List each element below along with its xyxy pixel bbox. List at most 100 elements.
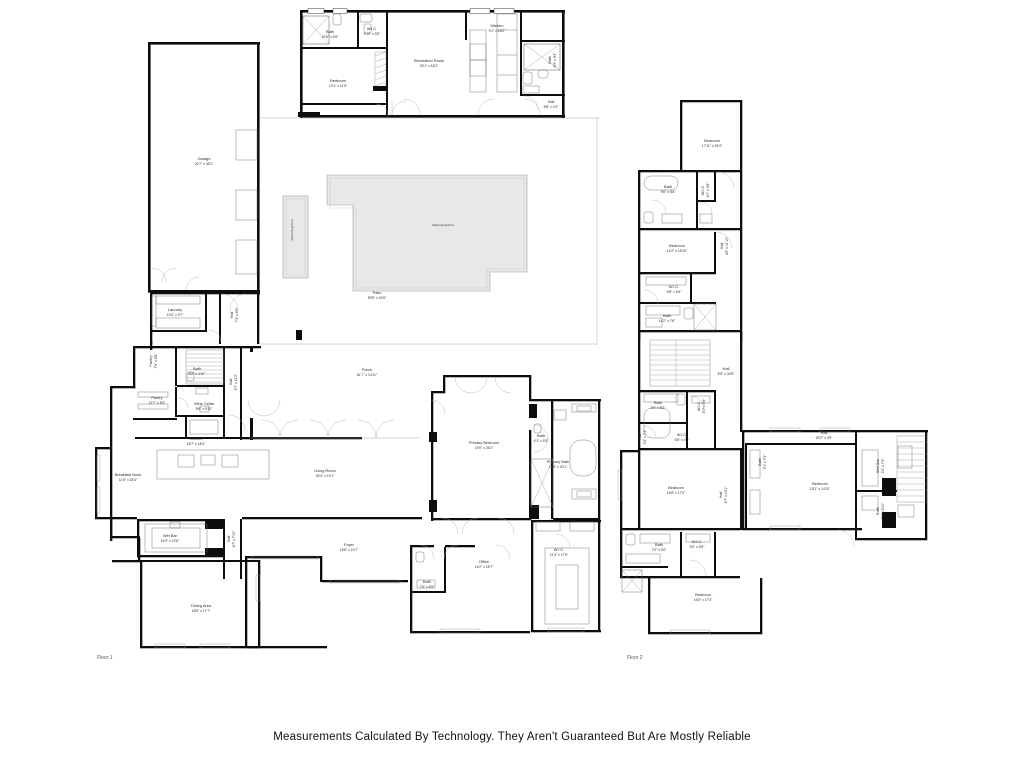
room-name: Garage — [198, 156, 211, 161]
room-name: Hall — [718, 492, 723, 499]
room-name: Wet Bar — [875, 458, 880, 473]
room-dimensions: 8'8" x 4'3" — [544, 105, 560, 109]
room-dimensions: 14'2" x 18'7" — [475, 565, 494, 569]
room-name: Wine Cellar — [194, 401, 215, 406]
room-name: Bedroom — [668, 485, 684, 490]
room-dimensions: 3'9" x 6'10" — [881, 502, 885, 520]
room-name: Kitchen — [190, 436, 203, 441]
room-label: W.I.C.4'0" x 5'6" — [696, 398, 706, 414]
room-name: Patio — [373, 290, 382, 295]
room-name: Bath — [664, 184, 672, 189]
floor2-block — [617, 100, 928, 635]
room-name: Bath — [193, 366, 201, 371]
main-house-floor1 — [95, 292, 601, 649]
room-name: Primary Bedroom — [469, 440, 499, 445]
room-name: Swimming Pool — [290, 219, 294, 241]
room-name: Hall — [719, 243, 724, 250]
room-label: Swimming Pool — [432, 223, 454, 227]
room-name: Bath — [757, 458, 762, 466]
room-label: W.I.C.4'10" x 5'5" — [364, 26, 382, 36]
room-name: Bath — [537, 433, 545, 438]
room-dimensions: 4'10" x 5'5" — [364, 32, 382, 36]
room-dimensions: 7'3" x 8'9" — [235, 307, 239, 323]
room-name: W.I.C. — [677, 432, 688, 437]
room-name: W.I.C. — [700, 185, 705, 196]
room-dimensions: 9'0" x 8'2" — [651, 406, 667, 410]
room-name: Foyer — [344, 542, 355, 547]
garage-block — [148, 42, 260, 293]
room-name: Hall — [228, 379, 233, 386]
room-dimensions: 11'3" x 17'9" — [550, 553, 569, 557]
room-name: Laundry — [168, 307, 182, 312]
room-name: Bath — [663, 313, 671, 318]
room-dimensions: 8'2" x 4'10" — [189, 372, 207, 376]
room-dimensions: 4'7" x 21'2" — [234, 373, 238, 391]
room-name: Wet Bar — [163, 533, 178, 538]
room-dimensions: 20'1" x 18'2" — [420, 64, 439, 68]
room-name: W.I.C. — [554, 547, 565, 552]
room-dimensions: 3'2" x 7'9" — [881, 458, 885, 474]
room-name: Bath — [326, 29, 334, 34]
room-name: Hall — [637, 434, 642, 441]
room-name: Swimming Pool — [432, 223, 454, 227]
room-dimensions: 4'7" x 7'10" — [232, 530, 236, 548]
room-name: W.I.C. — [367, 26, 378, 31]
room-name: Bath — [547, 56, 552, 64]
room-dimensions: 29'2" x 3'9" — [816, 436, 834, 440]
room-dimensions: 4'0" x 5'6" — [702, 398, 706, 414]
room-dimensions: 3'3" x 7'3" — [643, 429, 647, 445]
room-name: W.I.C. — [696, 401, 701, 412]
room-name: Hall — [229, 312, 234, 319]
room-dimensions: 12'7" x 6'3" — [149, 401, 167, 405]
room-dimensions: 30'4" x 19'1" — [316, 474, 335, 478]
room-dimensions: 16'8" x 17'2" — [667, 491, 686, 495]
room-dimensions: 61'7" x 14'11" — [357, 373, 378, 377]
guest-house-block — [298, 8, 565, 118]
room-dimensions: 13'1" x 11'5" — [329, 84, 348, 88]
room-name: Hall — [723, 366, 730, 371]
room-name: Dining Area — [191, 603, 212, 608]
disclaimer-caption: Measurements Calculated By Technology. T… — [273, 731, 751, 743]
room-name: Bedroom — [669, 243, 685, 248]
room-dimensions: 18'9" x 17'7" — [192, 609, 211, 613]
room-name: Primary Bath — [547, 459, 570, 464]
pool-patio-area — [260, 117, 600, 345]
room-name: Breakfast Nook — [115, 472, 142, 477]
room-name: Office — [479, 559, 489, 564]
room-dimensions: 20'7" x 45'2" — [195, 162, 214, 166]
room-name: Living Room — [314, 468, 336, 473]
room-dimensions: 16'7" x 18'4" — [187, 442, 206, 446]
room-dimensions: 5'6" x 5'11" — [196, 407, 213, 411]
room-name: Bath — [655, 542, 663, 547]
room-dimensions: 7'0" x 9'0" — [652, 548, 668, 552]
floor-2-label: Floor 2 — [627, 655, 643, 661]
room-dimensions: 14'2" x 15'10" — [667, 249, 688, 253]
room-name: W.I.C. — [669, 284, 680, 289]
room-dimensions: 7'6" x 8'9" — [420, 585, 436, 589]
room-label: Swimming Pool — [290, 219, 294, 241]
